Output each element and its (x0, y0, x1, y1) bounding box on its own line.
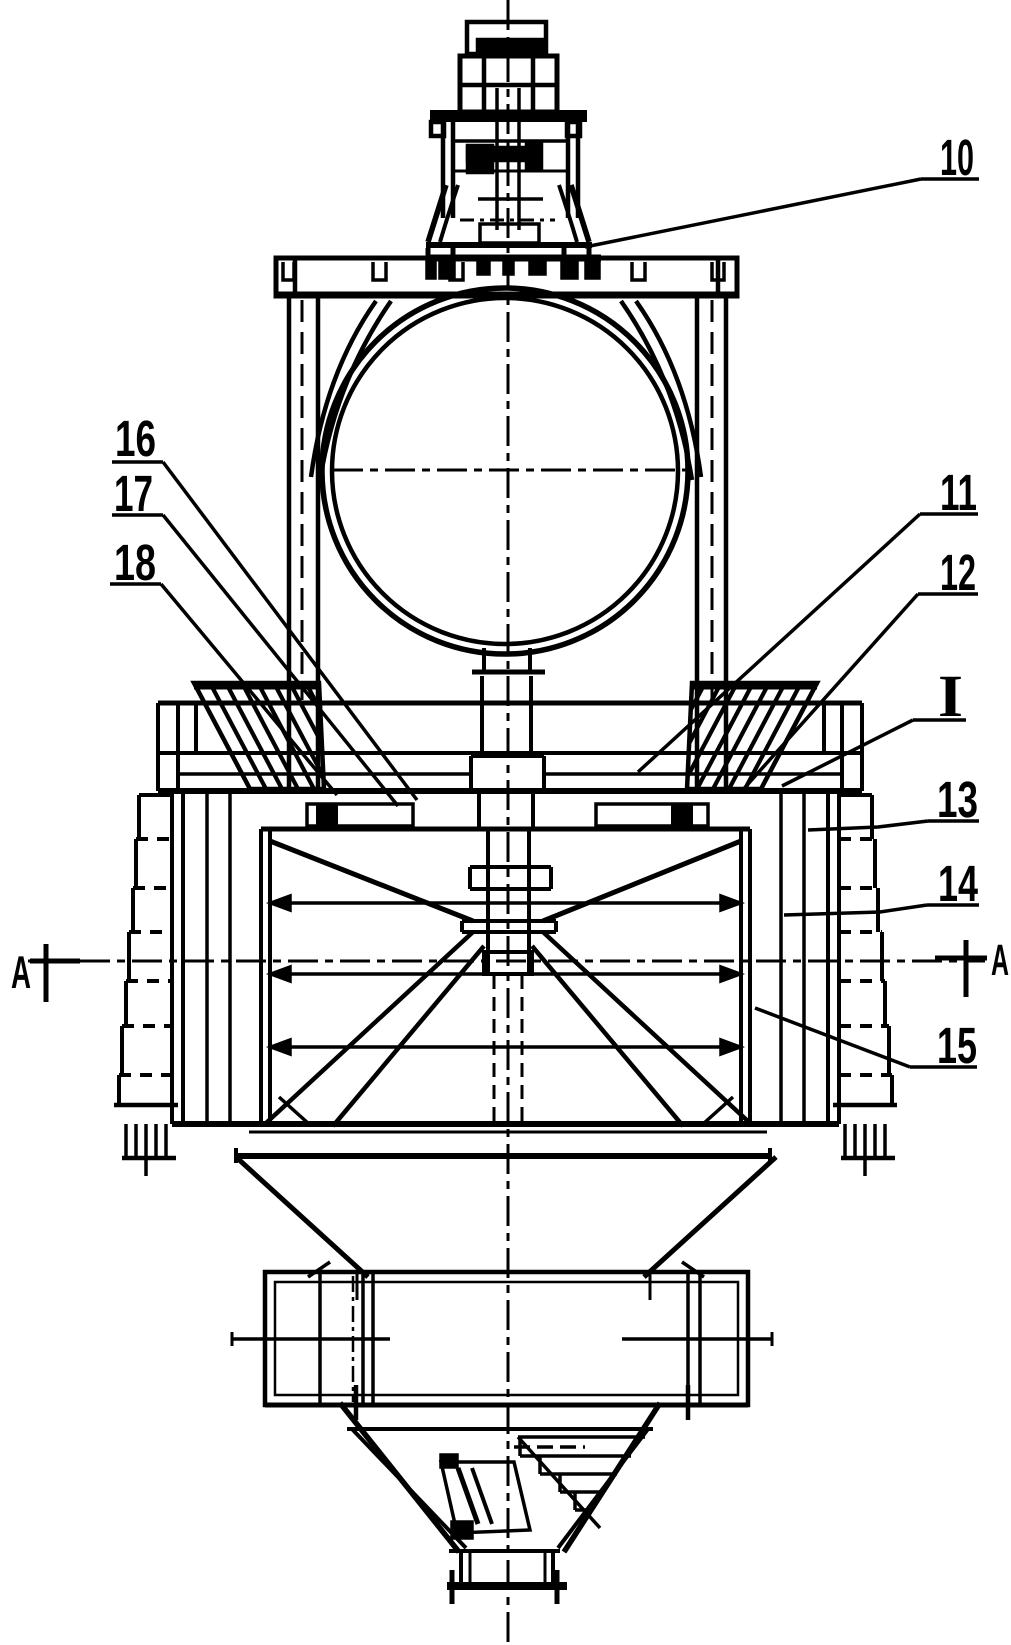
svg-text:I: I (938, 663, 963, 729)
svg-text:17: 17 (114, 465, 153, 522)
svg-text:A: A (11, 946, 31, 998)
svg-text:16: 16 (115, 410, 156, 467)
svg-text:13: 13 (937, 771, 978, 828)
svg-text:11: 11 (940, 464, 977, 521)
svg-text:18: 18 (114, 534, 156, 591)
svg-text:14: 14 (938, 855, 978, 912)
svg-text:10: 10 (940, 129, 974, 186)
svg-text:15: 15 (937, 1017, 977, 1074)
svg-text:12: 12 (940, 544, 976, 601)
svg-text:A: A (991, 936, 1009, 985)
